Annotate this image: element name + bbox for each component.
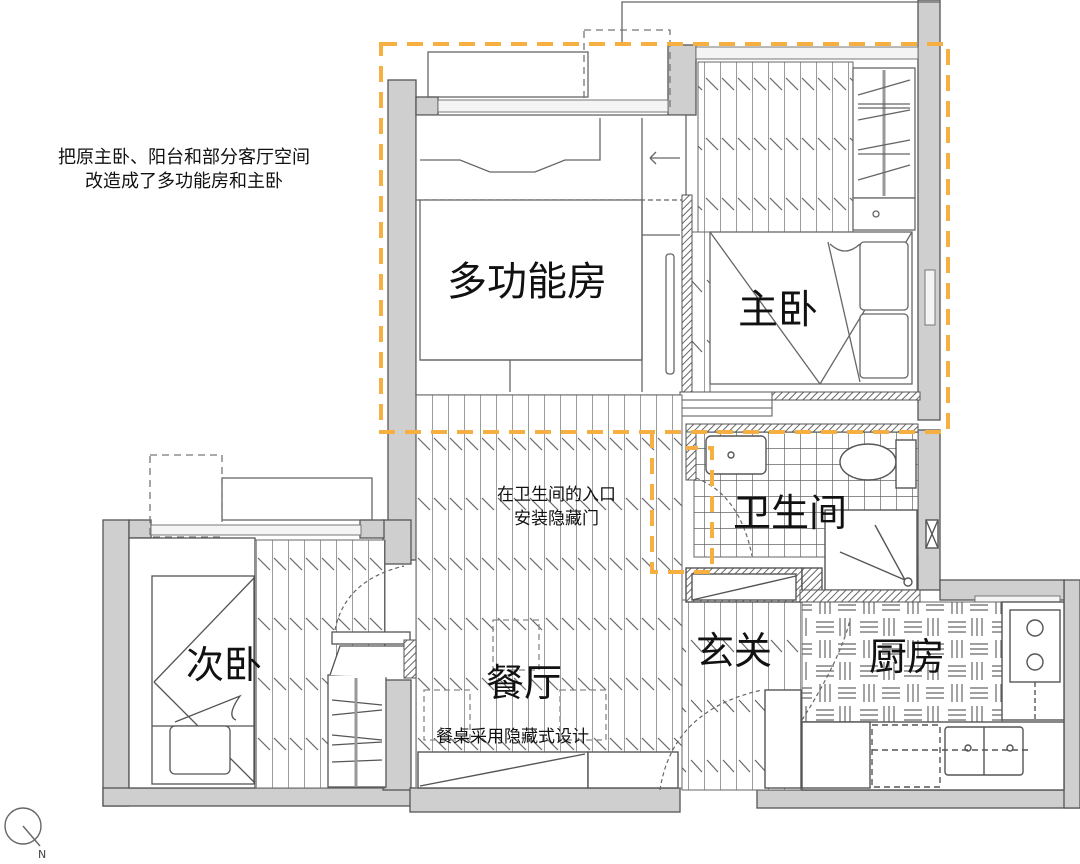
dining-cabinet [417, 751, 679, 789]
bathroom-door-note: 在卫生间的入口 安装隐藏门 [497, 484, 616, 532]
dining-table-dashed [423, 619, 607, 741]
walls [102, 0, 1080, 813]
kitchen-fixtures [764, 601, 1065, 791]
room-label-master-bedroom: 主卧 [738, 287, 818, 333]
room-label-dining: 餐厅 [486, 661, 563, 705]
living-floor [415, 394, 683, 789]
door-swings [334, 477, 851, 791]
room-label-second-bedroom: 次卧 [186, 643, 263, 687]
compass-label: N [38, 848, 47, 861]
step [679, 391, 773, 417]
north-arrow-icon [4, 807, 42, 847]
kitchen-hatch [799, 589, 921, 603]
renovation-highlight [379, 42, 950, 434]
dining-table-note: 餐桌采用隐藏式设计 [436, 727, 589, 747]
room-label-entrance: 玄关 [696, 629, 773, 673]
bathroom-door-note-line2: 安装隐藏门 [514, 508, 599, 529]
master-floor-lower [689, 231, 711, 393]
master-bedroom-furniture [709, 67, 916, 385]
shoe-cabinet [685, 567, 823, 603]
renovation-note-line2: 改造成了多功能房和主卧 [85, 171, 283, 193]
bath-hatch-left [685, 429, 697, 481]
partition-hatch [681, 194, 693, 396]
second-bedroom-furniture [128, 537, 411, 789]
room-label-bathroom: 卫生间 [733, 491, 848, 535]
bathroom-fixtures [705, 435, 939, 591]
multi-function-room-furniture [415, 114, 687, 396]
hidden-door-highlight [650, 432, 714, 574]
room-label-kitchen: 厨房 [869, 635, 946, 679]
renovation-note-line1: 把原主卧、阳台和部分客厅空间 [58, 147, 310, 168]
balcony-outlines [221, 1, 940, 521]
kitchen-floor [801, 601, 1003, 723]
bathroom-door-note-line1: 在卫生间的入口 [497, 485, 616, 505]
room-label-multi-function: 多功能房 [447, 259, 607, 305]
second-bed-hatch [403, 639, 417, 679]
master-floor [697, 61, 854, 233]
windows [150, 46, 1061, 605]
highlight-outlines [379, 42, 950, 574]
renovation-note: 把原主卧、阳台和部分客厅空间 改造成了多功能房和主卧 [58, 146, 310, 195]
